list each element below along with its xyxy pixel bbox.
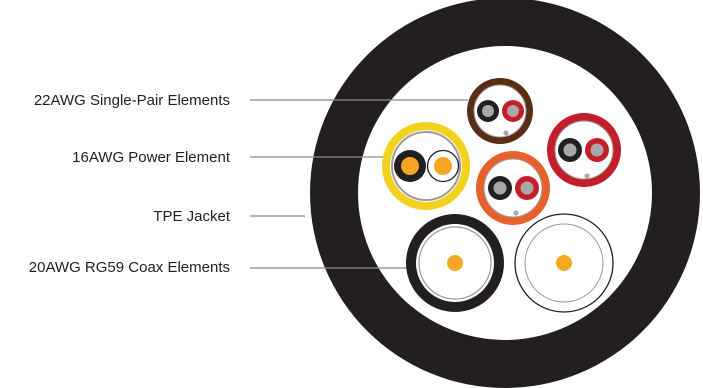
coax-elements-label: 20AWG RG59 Coax Elements (29, 259, 230, 276)
orange-pair-element (476, 151, 550, 225)
yellow-power-element (382, 122, 470, 210)
pair-elements-label: 22AWG Single-Pair Elements (34, 92, 230, 109)
power-element-label: 16AWG Power Element (72, 149, 231, 166)
leader-lines (250, 99, 468, 269)
red-pair-element (547, 113, 621, 187)
black-coax-element (406, 214, 504, 312)
jacket-label: TPE Jacket (153, 208, 231, 225)
white-coax-element (514, 213, 614, 313)
brown-pair-element (467, 78, 533, 144)
